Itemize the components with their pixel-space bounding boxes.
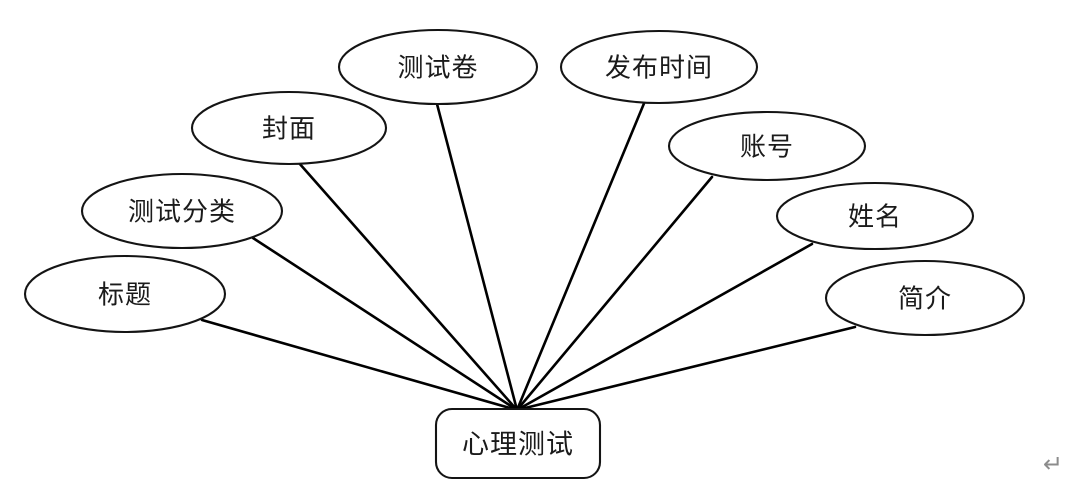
- attribute-ellipse-account: [667, 110, 867, 182]
- connector-cover: [297, 161, 519, 412]
- entity-label: 心理测试: [462, 430, 574, 460]
- connector-publish-time: [515, 99, 647, 412]
- attribute-label-title: 标题: [98, 281, 152, 310]
- attribute-node-cover[interactable]: 封面: [190, 90, 388, 166]
- attribute-node-publish-time[interactable]: 发布时间: [559, 29, 759, 105]
- attribute-node-title[interactable]: 标题: [23, 254, 227, 334]
- attribute-node-name[interactable]: 姓名: [775, 181, 975, 251]
- paragraph-return-mark: ↵: [1043, 450, 1064, 478]
- attribute-label-intro: 简介: [898, 285, 952, 314]
- attribute-node-intro[interactable]: 简介: [824, 259, 1026, 337]
- attribute-node-account[interactable]: 账号: [667, 110, 867, 182]
- attribute-node-category[interactable]: 测试分类: [80, 172, 284, 250]
- attribute-ellipse-intro: [824, 259, 1026, 337]
- connector-category: [251, 236, 519, 412]
- connector-test-paper: [435, 102, 519, 412]
- connector-layer: [200, 99, 857, 412]
- attribute-label-publish-time: 发布时间: [605, 54, 713, 83]
- entity-rect: [434, 407, 602, 480]
- connector-intro: [515, 325, 857, 412]
- attribute-ellipse-test-paper: [337, 28, 539, 106]
- attribute-label-account: 账号: [740, 133, 794, 162]
- attribute-label-category: 测试分类: [128, 198, 236, 227]
- attribute-ellipse-category: [80, 172, 284, 250]
- attribute-ellipse-title: [23, 254, 227, 334]
- attribute-ellipse-cover: [190, 90, 388, 166]
- attribute-label-name: 姓名: [848, 203, 902, 232]
- attribute-ellipse-name: [775, 181, 975, 251]
- attribute-node-test-paper[interactable]: 测试卷: [337, 28, 539, 106]
- connector-account: [515, 175, 714, 412]
- attribute-ellipse-publish-time: [559, 29, 759, 105]
- connector-name: [515, 242, 814, 412]
- attribute-label-cover: 封面: [262, 115, 316, 144]
- entity-node[interactable]: 心理测试: [434, 407, 602, 480]
- connector-title: [200, 318, 519, 412]
- attribute-label-test-paper: 测试卷: [397, 54, 478, 83]
